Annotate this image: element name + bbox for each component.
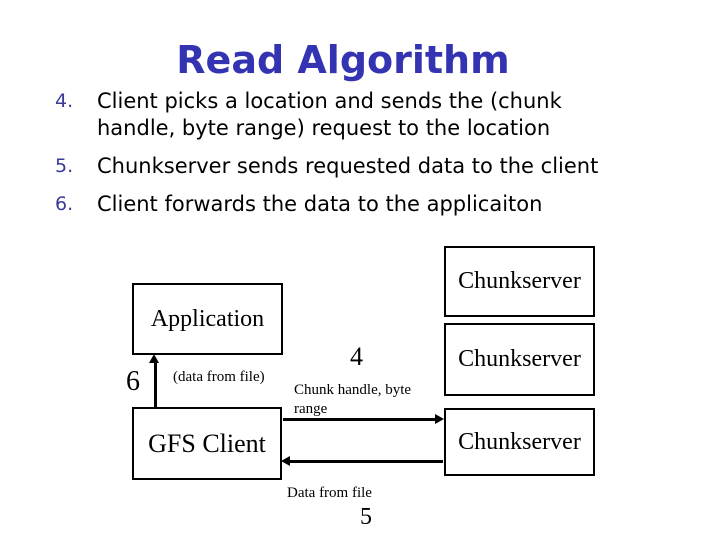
list-item-number: 5. bbox=[55, 155, 74, 177]
application-box-label: Application bbox=[150, 305, 265, 332]
list-item-text: Client picks a location and sends the (c… bbox=[97, 88, 562, 142]
list-item-text: Client forwards the data to the applicai… bbox=[97, 191, 542, 218]
chunkserver-box-label: Chunkserver bbox=[458, 268, 581, 294]
arrow-data-to-application bbox=[154, 362, 157, 407]
arrowhead-right-icon bbox=[435, 414, 444, 424]
step-6-label: 6 bbox=[126, 366, 140, 397]
arrowhead-up-icon bbox=[149, 354, 159, 363]
step-4-label: 4 bbox=[350, 342, 363, 371]
list-item: 5. Chunkserver sends requested data to t… bbox=[55, 153, 700, 180]
list-item-text: Chunkserver sends requested data to the … bbox=[97, 153, 598, 180]
list-item: 6. Client forwards the data to the appli… bbox=[55, 191, 700, 218]
list-item-line: Client forwards the data to the applicai… bbox=[97, 192, 543, 216]
list-item-number: 4. bbox=[55, 90, 74, 112]
gfs-client-box-label: GFS Client bbox=[148, 428, 266, 458]
data-from-file-label: Data from file bbox=[287, 485, 372, 501]
list-item: 4. Client picks a location and sends the… bbox=[55, 88, 700, 142]
arrow-request-to-chunkserver bbox=[283, 418, 436, 421]
gfs-client-box: GFS Client bbox=[132, 407, 282, 480]
chunkserver-box-label: Chunkserver bbox=[458, 346, 581, 372]
page-number: 5 bbox=[360, 504, 372, 530]
list-item-line: Client picks a location and sends the (c… bbox=[97, 89, 562, 113]
list-item-line: handle, byte range) request to the locat… bbox=[97, 116, 551, 140]
chunkserver-box-2: Chunkserver bbox=[444, 323, 595, 396]
chunkserver-box-label: Chunkserver bbox=[458, 428, 581, 455]
data-from-file-paren-label: (data from file) bbox=[173, 369, 265, 385]
numbered-list: 4. Client picks a location and sends the… bbox=[55, 88, 700, 229]
slide-title: Read Algorithm bbox=[176, 38, 510, 82]
list-item-line: Chunkserver sends requested data to the … bbox=[97, 154, 599, 178]
chunkserver-box-1: Chunkserver bbox=[444, 246, 595, 317]
application-box: Application bbox=[132, 283, 283, 355]
arrowhead-left-icon bbox=[281, 456, 290, 466]
chunk-handle-request-label: Chunk handle, byte range bbox=[294, 382, 412, 417]
list-item-number: 6. bbox=[55, 193, 74, 215]
chunkserver-box-3: Chunkserver bbox=[444, 408, 595, 476]
arrow-data-to-client bbox=[290, 460, 443, 463]
